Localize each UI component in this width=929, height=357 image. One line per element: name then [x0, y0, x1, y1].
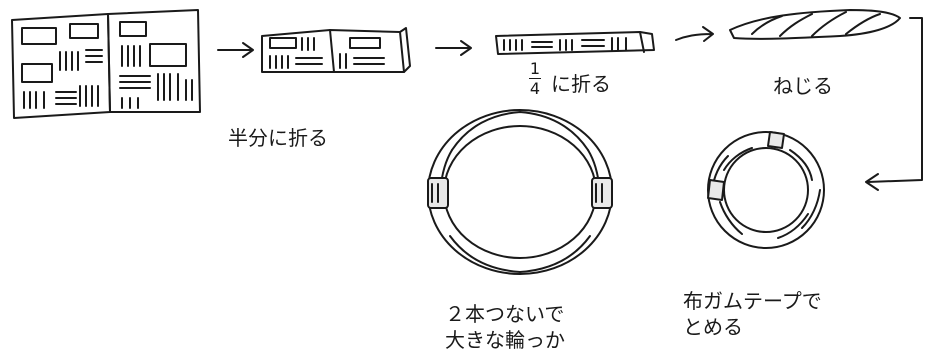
tape-label-line1: 布ガムテープで [683, 289, 822, 313]
quarter-numerator: 1 [529, 59, 541, 78]
arrow-1 [217, 42, 254, 58]
arrow-2 [435, 40, 472, 56]
fold-quarter-label: に折る [551, 72, 611, 96]
join-label-line1: ２本つないで [445, 302, 565, 326]
join-label-line2: 大きな輪っか [445, 328, 565, 352]
fraction-bar [529, 78, 541, 79]
quarter-fraction: 1 4 [529, 60, 541, 97]
arrow-3 [675, 26, 714, 42]
small-taped-ring-illustration [707, 131, 825, 249]
twisted-rope-illustration [729, 9, 901, 40]
return-arrow [865, 17, 923, 191]
quarter-denominator: 4 [529, 79, 541, 98]
quarter-folded-strip-illustration [495, 31, 655, 55]
open-newspaper-illustration [11, 9, 201, 119]
fold-half-label: 半分に折る [228, 126, 328, 150]
large-joined-ring-illustration [427, 109, 613, 275]
half-folded-newspaper-illustration [261, 27, 411, 73]
tape-label-line2: とめる [683, 315, 743, 339]
twist-label: ねじる [773, 74, 833, 98]
